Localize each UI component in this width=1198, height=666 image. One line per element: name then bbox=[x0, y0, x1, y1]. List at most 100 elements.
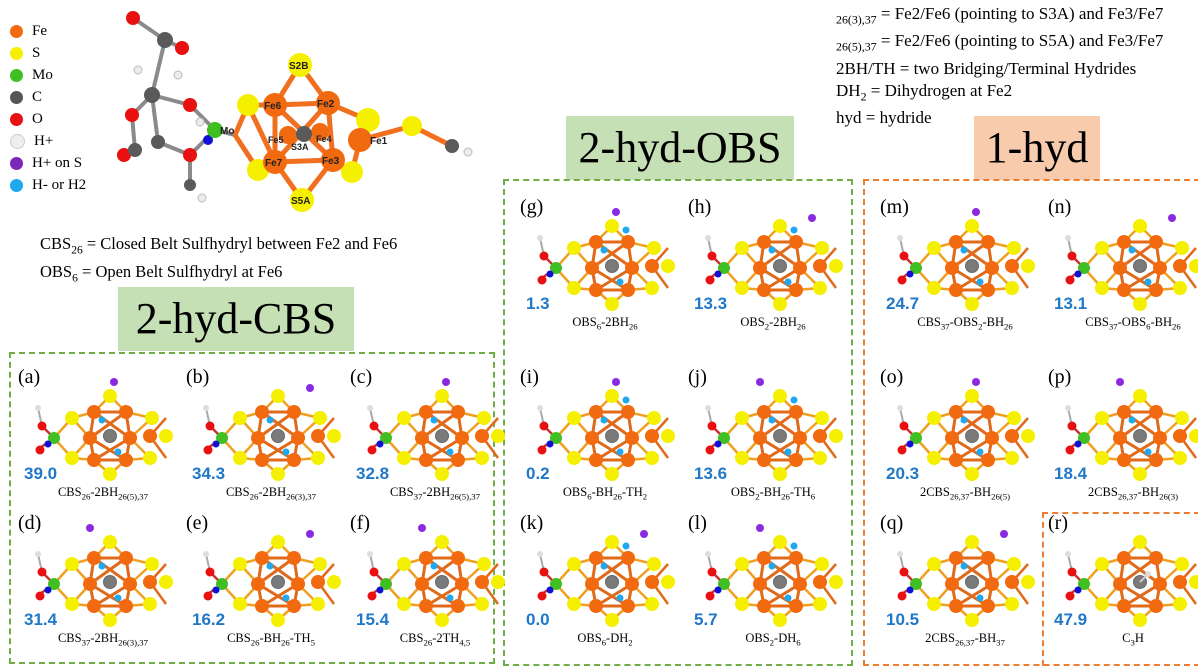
cluster-structure-image bbox=[897, 530, 1035, 627]
structure-name: 2CBS26,37-BH37 bbox=[925, 631, 1005, 648]
cluster-structure-image bbox=[1065, 214, 1198, 311]
legend-dot bbox=[10, 133, 25, 149]
structure-name: CBS37-OBS6-BH26 bbox=[1085, 315, 1181, 332]
definitions-left: CBS26 = Closed Belt Sulfhydryl between F… bbox=[40, 233, 397, 290]
relative-energy: 18.4 bbox=[1054, 464, 1088, 483]
panel-label: (c) bbox=[350, 366, 373, 388]
cluster-structure-image bbox=[705, 524, 843, 627]
atom-label: S2B bbox=[289, 61, 308, 72]
atom-label: Fe3 bbox=[322, 156, 340, 167]
atom-label: S3A bbox=[291, 142, 309, 152]
panel-label: (i) bbox=[520, 366, 539, 388]
legend-dot bbox=[10, 112, 23, 126]
panel-label: (d) bbox=[18, 512, 42, 534]
legend-item: S bbox=[10, 42, 40, 64]
definition-2bh-th: 2BH/TH = two Bridging/Terminal Hydrides bbox=[836, 58, 1137, 78]
legend-dot bbox=[10, 156, 23, 170]
cluster-structure-image bbox=[537, 530, 675, 627]
structure-name: CBS37-2BH26(5),37 bbox=[389, 485, 481, 502]
legend-dot bbox=[10, 178, 23, 192]
cluster-structure-image bbox=[35, 524, 173, 627]
panel-label: (r) bbox=[1048, 512, 1068, 534]
cluster-structure-image bbox=[367, 524, 505, 627]
panel-label: (p) bbox=[1048, 366, 1072, 388]
definitions-right: 26(3),37 = Fe2/Fe6 (pointing to S3A) and… bbox=[836, 3, 1163, 129]
definition-hyd: hyd = hydride bbox=[836, 108, 932, 128]
atom-label: Fe1 bbox=[370, 136, 388, 147]
panel-label: (l) bbox=[688, 512, 707, 534]
structure-name: OBS2-2BH26 bbox=[740, 315, 806, 332]
structure-name: CBS26-2BH26(3),37 bbox=[225, 485, 317, 502]
structure-name: OBS2-DH6 bbox=[745, 631, 801, 648]
cluster-structure-image bbox=[537, 378, 675, 481]
banner-1-hyd: 1-hyd bbox=[974, 116, 1100, 180]
legend-label: O bbox=[32, 110, 43, 127]
group-box-cbs bbox=[9, 352, 495, 664]
legend-item: Fe bbox=[10, 20, 47, 42]
cluster-structure-image bbox=[705, 214, 843, 311]
definition-obs: OBS6 = Open Belt Sulfhydryl at Fe6 bbox=[40, 262, 283, 285]
cluster-structure-image bbox=[35, 378, 173, 481]
legend-label: Mo bbox=[32, 66, 53, 83]
panel-label: (m) bbox=[880, 196, 909, 218]
legend-label: H+ bbox=[34, 132, 54, 149]
cluster-structure-image bbox=[897, 378, 1035, 481]
cluster-structure-image bbox=[705, 378, 843, 481]
banner-2-hyd-obs: 2-hyd-OBS bbox=[566, 116, 794, 180]
legend-item: H+ on S bbox=[10, 152, 82, 174]
panel-label: (k) bbox=[520, 512, 544, 534]
atom-label: Mo bbox=[220, 126, 234, 137]
legend-item: Mo bbox=[10, 64, 53, 86]
legend-item: O bbox=[10, 108, 43, 130]
legend-item: C bbox=[10, 86, 42, 108]
structure-name: OBS6-BH26-TH2 bbox=[562, 485, 648, 502]
structure-name: CBS26-2BH26(5),37 bbox=[57, 485, 149, 502]
structure-name: CBS37-OBS2-BH26 bbox=[917, 315, 1013, 332]
cluster-structure-image bbox=[203, 384, 341, 481]
panel-label: (b) bbox=[186, 366, 210, 388]
definition-dh2: DH2 = Dihydrogen at Fe2 bbox=[836, 80, 1013, 104]
relative-energy: 20.3 bbox=[886, 464, 920, 483]
atom-label: Fe2 bbox=[317, 99, 335, 110]
cluster-structure-image bbox=[1065, 378, 1198, 481]
relative-energy: 24.7 bbox=[886, 294, 920, 313]
group-box-c3h bbox=[1042, 512, 1198, 666]
reference-cluster-structure: S2B Fe6 Fe2 Fe5 Fe4 S3A Fe7 Fe3 Fe1 Mo S… bbox=[117, 11, 473, 212]
relative-energy: 31.4 bbox=[24, 610, 58, 629]
panel-label: (q) bbox=[880, 512, 904, 534]
relative-energy: 5.7 bbox=[694, 610, 718, 629]
legend-label: C bbox=[32, 88, 43, 105]
panel-label: (h) bbox=[688, 196, 712, 218]
relative-energy: 47.9 bbox=[1054, 610, 1088, 629]
legend-label: H+ on S bbox=[32, 154, 83, 171]
atom-label: Fe6 bbox=[264, 101, 282, 112]
panel-label: (f) bbox=[350, 512, 370, 534]
relative-energy: 13.6 bbox=[694, 464, 728, 483]
panel-label: (a) bbox=[18, 366, 41, 388]
legend-dot bbox=[10, 46, 23, 60]
group-box-1-hyd bbox=[863, 179, 1198, 666]
atom-label: Fe7 bbox=[265, 158, 283, 169]
legend-dot bbox=[10, 90, 23, 104]
legend-label: S bbox=[32, 44, 41, 61]
panel-label: (j) bbox=[688, 366, 707, 388]
legend-item: H- or H2 bbox=[10, 174, 86, 196]
panel-label: (g) bbox=[520, 196, 544, 218]
legend-label: H- or H2 bbox=[32, 176, 87, 193]
legend-dot bbox=[10, 24, 23, 38]
